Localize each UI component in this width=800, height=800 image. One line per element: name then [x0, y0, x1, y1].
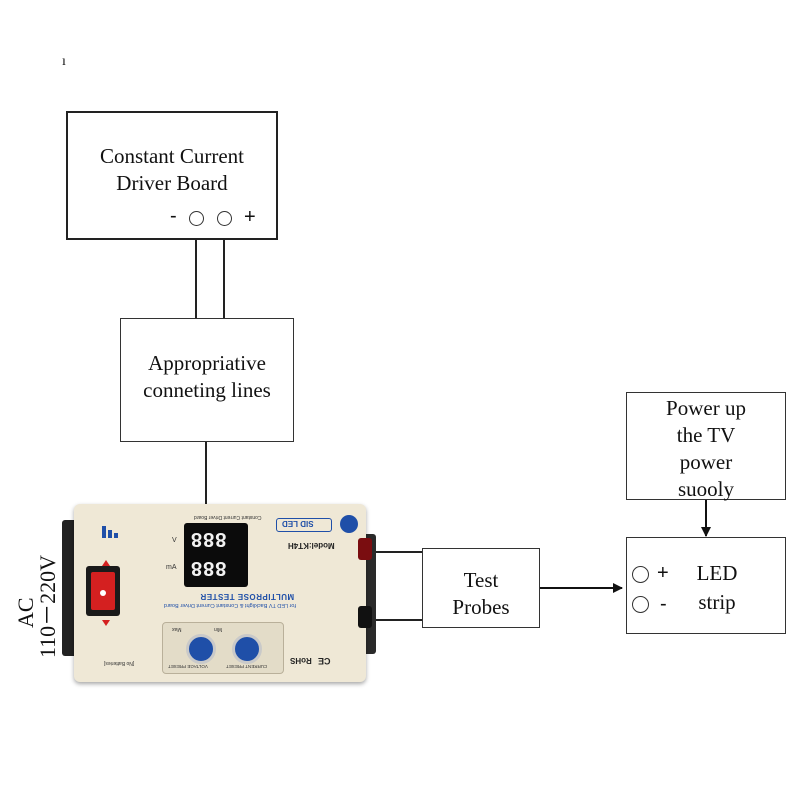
tester-arrow-down-icon — [102, 620, 110, 626]
tester-socket-black[interactable] — [358, 606, 372, 628]
led-strip-line1: LED — [696, 561, 738, 585]
tester-rohs: RoHS — [290, 656, 312, 665]
tester-voltage-label: VOLTAGE PRESET — [168, 664, 208, 669]
tester-unit-v: V — [172, 537, 177, 544]
tester-bars-icon-2 — [108, 530, 112, 538]
driver-minus-sign: - — [170, 205, 177, 227]
tester-top-caption: Constant Current Driver Board — [194, 514, 262, 520]
tester-knob-panel — [162, 622, 284, 674]
tester-switch-mark — [100, 590, 106, 596]
connecting-lines-line2: conneting lines — [143, 378, 271, 402]
tester-voltage-knob[interactable] — [186, 634, 216, 664]
tester-no-batteries: [No Batteries] — [104, 660, 135, 666]
tester-current-knob[interactable] — [232, 634, 262, 664]
power-supply-box: Power up the TV power suooly — [626, 392, 786, 501]
power-supply-line1: Power up — [666, 396, 746, 420]
tester-brand: SID LED — [282, 519, 314, 528]
driver-board-title-line2: Driver Board — [116, 171, 228, 195]
tester-max-label: Max — [172, 626, 182, 632]
led-minus-sign: - — [660, 593, 667, 615]
tester-logo-icon — [340, 515, 358, 533]
power-supply-line4: suooly — [677, 477, 734, 501]
power-supply-line3: power — [679, 450, 733, 474]
stray-mark: ı — [62, 54, 66, 69]
driver-board-title-line1: Constant Current — [99, 144, 245, 168]
led-strip-box: + - LED strip — [626, 537, 786, 634]
test-probes-box: Test Probes — [422, 548, 540, 628]
led-terminal-plus — [632, 566, 649, 583]
tester-bars-icon — [102, 526, 106, 538]
ac-label-line2: 110－220V — [35, 554, 60, 658]
tester-display-ma: 888 — [190, 557, 227, 579]
led-strip-line2: strip — [698, 590, 736, 614]
tester-subtitle: for LED TV Backlight & Constant Current … — [164, 602, 296, 608]
tester-bars-icon-3 — [114, 533, 118, 538]
tester-brand-badge — [276, 518, 332, 532]
tester-unit-ma: mA — [166, 564, 177, 571]
tester-display-panel — [184, 523, 248, 587]
test-probes-line2: Probes — [452, 595, 510, 619]
power-supply-line2: the TV — [676, 423, 736, 447]
tester-title: MULTIPROSE TESTER — [200, 592, 295, 601]
driver-terminal-minus — [189, 211, 204, 226]
tester-device: Constant Current Driver Board SID LED Mo… — [62, 500, 376, 688]
led-terminal-minus — [632, 596, 649, 613]
tester-model: Model:KT4H — [288, 541, 335, 550]
driver-plus-sign: + — [244, 206, 256, 228]
connecting-lines-line1: Appropriative — [148, 351, 266, 375]
test-probes-line1: Test — [463, 568, 499, 592]
tester-min-label: Min — [214, 626, 223, 632]
tester-display-v: 888 — [190, 528, 227, 550]
tester-socket-red[interactable] — [358, 538, 372, 560]
connecting-lines-box: Appropriative conneting lines — [120, 318, 294, 442]
driver-terminal-plus — [217, 211, 232, 226]
tester-ce: CE — [318, 656, 331, 666]
tester-current-label: CURRENT PRESET — [226, 664, 268, 669]
driver-board-box: Constant Current Driver Board - + — [66, 111, 278, 240]
led-plus-sign: + — [657, 562, 669, 584]
tester-arrow-up-icon — [102, 560, 110, 566]
